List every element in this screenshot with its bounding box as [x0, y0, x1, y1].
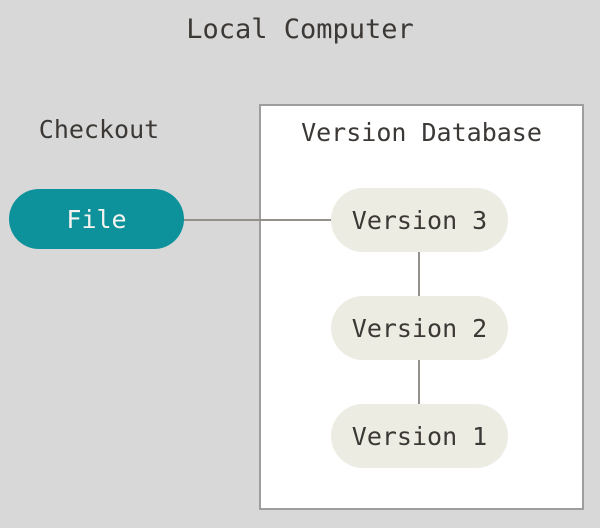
connector-version2-to-version1 [418, 360, 420, 404]
checkout-label: Checkout [38, 115, 160, 144]
version-1-node: Version 1 [331, 404, 508, 468]
version-1-label: Version 1 [351, 421, 488, 451]
file-node-label: File [66, 204, 127, 234]
connector-file-to-version3 [182, 219, 334, 221]
file-node: File [9, 189, 184, 249]
page-title: Local Computer [186, 14, 414, 45]
version-database-title: Version Database [301, 118, 542, 147]
version-3-label: Version 3 [351, 205, 488, 235]
version-3-node: Version 3 [331, 188, 508, 252]
version-2-node: Version 2 [331, 296, 508, 360]
version-2-label: Version 2 [351, 313, 488, 343]
connector-version3-to-version2 [418, 252, 420, 296]
